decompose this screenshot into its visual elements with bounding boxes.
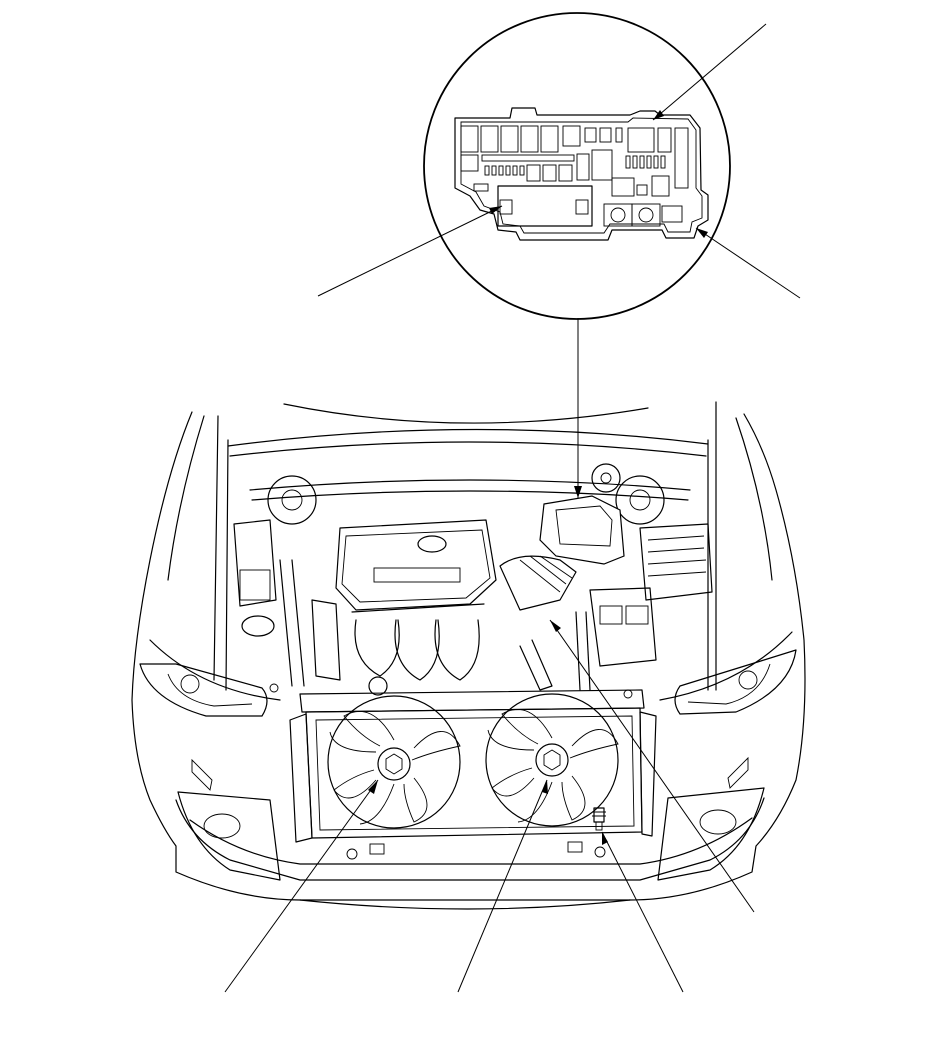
- inset-circle: [423, 12, 731, 320]
- left-cooling-fan: [327, 695, 461, 829]
- right-fog-light: [657, 787, 765, 881]
- inset-magnifier: [423, 12, 731, 320]
- left-fan-callout: [224, 779, 379, 993]
- right-fan-callout: [457, 779, 548, 993]
- left-strut-tower: [267, 475, 317, 525]
- mini-fuse-row-left: [484, 165, 525, 176]
- front-bumper: [175, 797, 765, 881]
- air-intake-duct: [499, 555, 577, 611]
- fuse-box-block-callout: [317, 205, 503, 297]
- right-cooling-fan: [485, 693, 619, 827]
- car-body: [131, 401, 806, 910]
- battery: [639, 523, 713, 601]
- mini-fuse-row-right: [625, 155, 666, 169]
- radiator-assembly: [289, 693, 657, 860]
- drain-plug-callout: [601, 831, 684, 993]
- engine-bay: [233, 463, 713, 713]
- left-headlight: [139, 663, 268, 717]
- intake-manifold: [351, 603, 485, 681]
- engine-valve-cover: [335, 519, 497, 611]
- callout-arrowheads: [368, 110, 708, 845]
- intake-sensor-callout: [549, 619, 755, 913]
- right-strut-tower: [615, 475, 665, 525]
- fuse-box-connector-callout: [695, 227, 801, 299]
- right-headlight: [674, 649, 797, 715]
- fuse-box-in-bay: [539, 495, 625, 565]
- fuse-box-relay-callout: [652, 23, 767, 121]
- fuse-box-main-block: [497, 185, 593, 227]
- callout-lines: [224, 23, 801, 993]
- left-fog-light: [177, 791, 281, 881]
- body-outline: [131, 411, 806, 901]
- hood-edge: [283, 403, 649, 424]
- radiator-drain-plug: [592, 807, 606, 831]
- radiator-support: [299, 689, 645, 713]
- fuse-box-relays: [460, 125, 689, 189]
- fuse-box-outline: [454, 107, 709, 241]
- radiator-frame: [305, 707, 643, 839]
